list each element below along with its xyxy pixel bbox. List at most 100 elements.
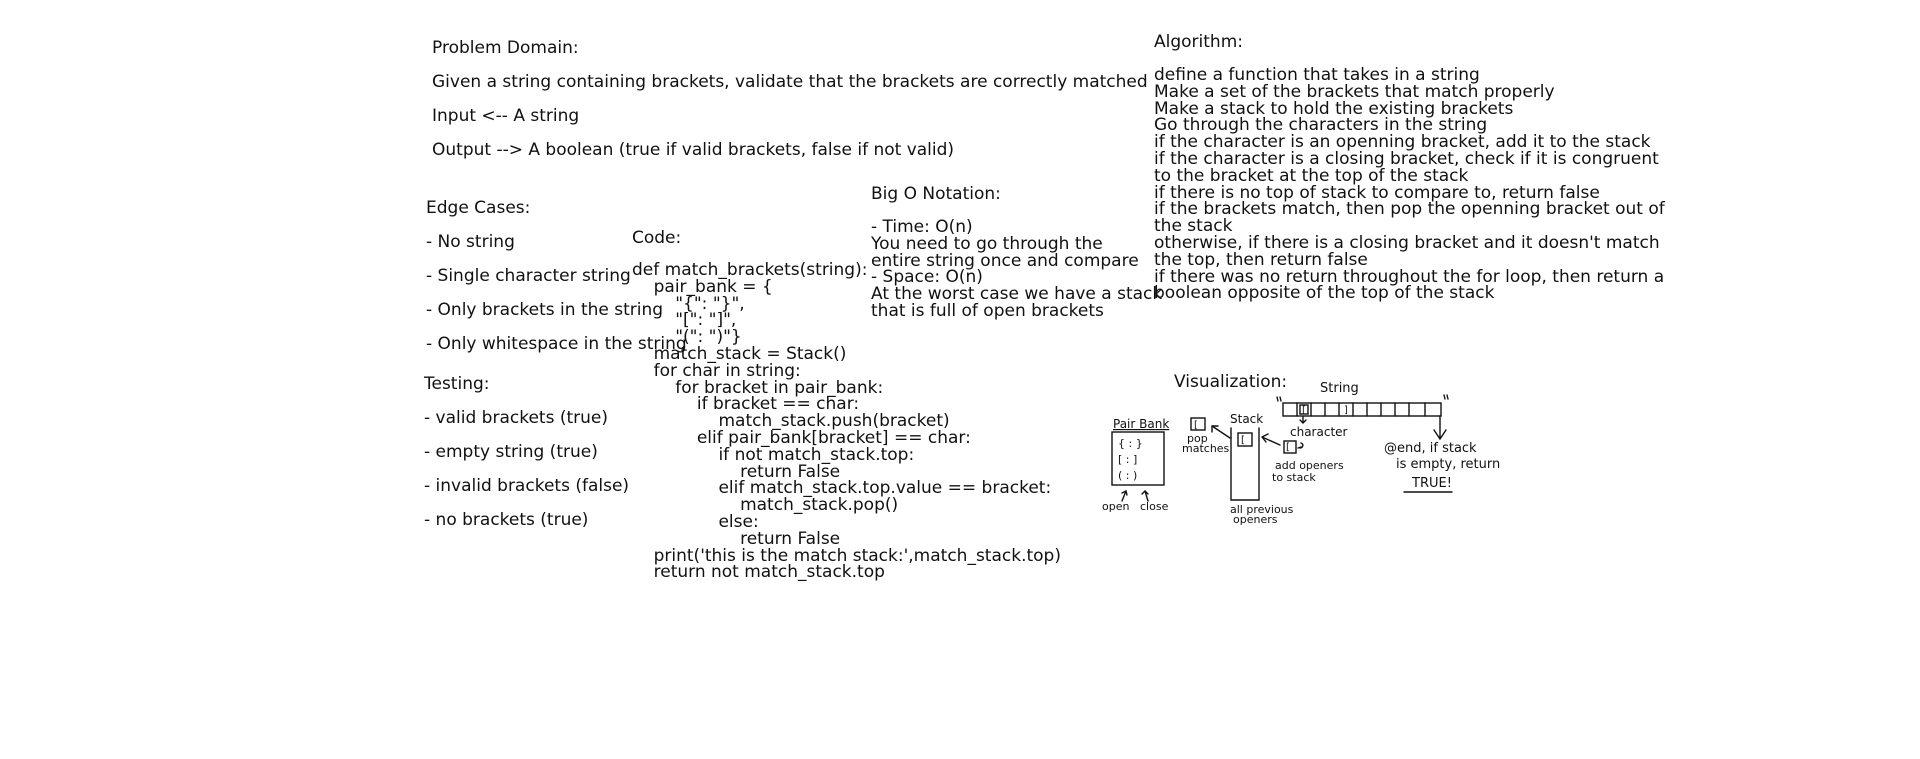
edge-cases-heading: Edge Cases: — [426, 198, 531, 218]
algorithm-line: Make a set of the brackets that match pr… — [1154, 81, 1555, 102]
end-of-string-arrow — [1433, 415, 1447, 441]
openers-label: openers — [1233, 513, 1278, 526]
pair-bank-label: Pair Bank — [1113, 417, 1169, 431]
edge-case-item: - Only whitespace in the string — [426, 334, 687, 354]
to-stack-label: to stack — [1272, 471, 1316, 484]
code-line: "[": "]", — [632, 310, 737, 331]
code-line: if not match_stack.top: — [632, 444, 915, 465]
big-o-line: You need to go through the — [871, 233, 1103, 254]
stack-label: Stack — [1230, 412, 1263, 426]
curl-mark — [1297, 442, 1304, 449]
open-arrow — [1121, 489, 1128, 502]
algorithm-line: the stack — [1154, 216, 1233, 237]
testing-item: - valid brackets (true) — [424, 408, 608, 428]
algorithm-line: boolean opposite of the top of the stack — [1154, 283, 1495, 304]
code-line: match_stack = Stack() — [632, 343, 847, 364]
add-openers-label: add openers — [1275, 459, 1344, 472]
problem-domain-heading: Problem Domain: — [432, 38, 579, 58]
code-line: elif pair_bank[bracket] == char: — [632, 427, 971, 448]
big-o-block: - Time: O(n) You need to go through the … — [871, 219, 1162, 320]
algorithm-line: define a function that takes in a string — [1154, 65, 1480, 85]
algorithm-line: if there was no return throughout the fo… — [1154, 266, 1665, 287]
algorithm-line: Go through the characters in the string — [1154, 115, 1488, 136]
algorithm-line: if the brackets match, then pop the open… — [1154, 199, 1665, 220]
code-heading: Code: — [632, 228, 682, 248]
big-o-line: that is full of open brackets — [871, 300, 1104, 321]
code-line: print('this is the match stack:',match_s… — [632, 545, 1061, 566]
testing-item: - no brackets (true) — [424, 510, 589, 530]
big-o-heading: Big O Notation: — [871, 184, 1001, 204]
string-first-char: [ — [1302, 405, 1306, 416]
algorithm-line: Make a stack to hold the existing bracke… — [1154, 98, 1514, 119]
string-current-cell-box — [1299, 404, 1309, 415]
code-line: "(": ")"} — [632, 327, 742, 348]
code-line: return False — [632, 461, 841, 482]
problem-statement: Given a string containing brackets, vali… — [432, 72, 1148, 92]
string-fourth-char: ] — [1344, 405, 1348, 416]
visualization-sketch: String [ ] character Pair Bank { : } [ :… — [1102, 381, 1500, 526]
all-previous-label: all previous — [1230, 503, 1294, 516]
end-note-line: @end, if stack — [1384, 441, 1477, 456]
string-cell-dividers — [1296, 402, 1426, 417]
edge-case-item: - Single character string — [426, 266, 631, 286]
big-o-line: entire string once and compare — [871, 250, 1139, 271]
current-char-box — [1283, 440, 1297, 454]
pop-arrow — [1211, 425, 1231, 439]
code-line: return not match_stack.top — [632, 562, 885, 583]
big-o-line: - Space: O(n) — [871, 267, 983, 288]
character-pointer-arrow — [1299, 416, 1307, 424]
code-line: elif match_stack.top.value == bracket: — [632, 478, 1052, 499]
code-line: for char in string: — [632, 360, 801, 381]
big-o-line: At the worst case we have a stack — [871, 284, 1163, 305]
code-line: for bracket in pair_bank: — [632, 377, 884, 398]
current-char: [ — [1286, 442, 1290, 453]
code-block: def match_brackets(string): pair_bank = … — [632, 262, 1061, 581]
add-openers-arrow — [1261, 433, 1281, 446]
big-o-line: - Time: O(n) — [871, 217, 973, 237]
stack-container — [1230, 427, 1260, 501]
close-label: close — [1140, 500, 1169, 513]
pair-bank-box — [1111, 431, 1165, 486]
string-array — [1282, 402, 1442, 417]
pair-bank-row: { : } — [1118, 437, 1143, 450]
close-arrow — [1141, 490, 1149, 502]
stack-top-item: [ — [1241, 435, 1245, 446]
code-line: "{": "}", — [632, 293, 745, 314]
end-note-true: TRUE! — [1411, 476, 1452, 491]
algorithm-line: if the character is an openning bracket,… — [1154, 132, 1651, 153]
pair-bank-row: ( : ) — [1118, 469, 1137, 482]
testing-item: - invalid brackets (false) — [424, 476, 630, 496]
algorithm-line: the top, then return false — [1154, 249, 1368, 270]
edge-case-item: - Only brackets in the string — [426, 300, 664, 320]
matches-label: matches — [1182, 442, 1230, 455]
algorithm-line: otherwise, if there is a closing bracket… — [1154, 232, 1660, 253]
stack-top-item-box — [1237, 432, 1253, 447]
code-line: match_stack.pop() — [632, 495, 899, 516]
problem-input: Input <-- A string — [432, 106, 580, 126]
algorithm-line: to the bracket at the top of the stack — [1154, 165, 1469, 186]
open-quote-mark — [1276, 396, 1282, 402]
close-quote-mark — [1443, 394, 1449, 400]
algorithm-heading: Algorithm: — [1154, 32, 1243, 52]
code-line: def match_brackets(string): — [632, 260, 868, 280]
algorithm-line: if the character is a closing bracket, c… — [1154, 148, 1659, 169]
visualization-heading: Visualization: — [1174, 372, 1288, 392]
string-label: String — [1320, 381, 1359, 396]
testing-heading: Testing: — [424, 374, 490, 394]
popped-item-box — [1190, 417, 1206, 431]
popped-item: [ — [1194, 420, 1198, 431]
pair-bank-row: [ : ] — [1118, 453, 1137, 466]
algorithm-line: if there is no top of stack to compare t… — [1154, 182, 1600, 203]
edge-case-item: - No string — [426, 232, 515, 252]
code-line: pair_bank = { — [632, 276, 773, 297]
code-line: match_stack.push(bracket) — [632, 411, 950, 432]
end-note-line: is empty, return — [1396, 457, 1500, 472]
character-label: character — [1290, 425, 1348, 439]
open-label: open — [1102, 500, 1129, 513]
pop-label: pop — [1187, 432, 1208, 445]
code-line: return False — [632, 528, 841, 549]
algorithm-block: define a function that takes in a string… — [1154, 67, 1665, 302]
problem-output: Output --> A boolean (true if valid brac… — [432, 140, 955, 160]
testing-item: - empty string (true) — [424, 442, 598, 462]
code-line: if bracket == char: — [632, 394, 860, 415]
